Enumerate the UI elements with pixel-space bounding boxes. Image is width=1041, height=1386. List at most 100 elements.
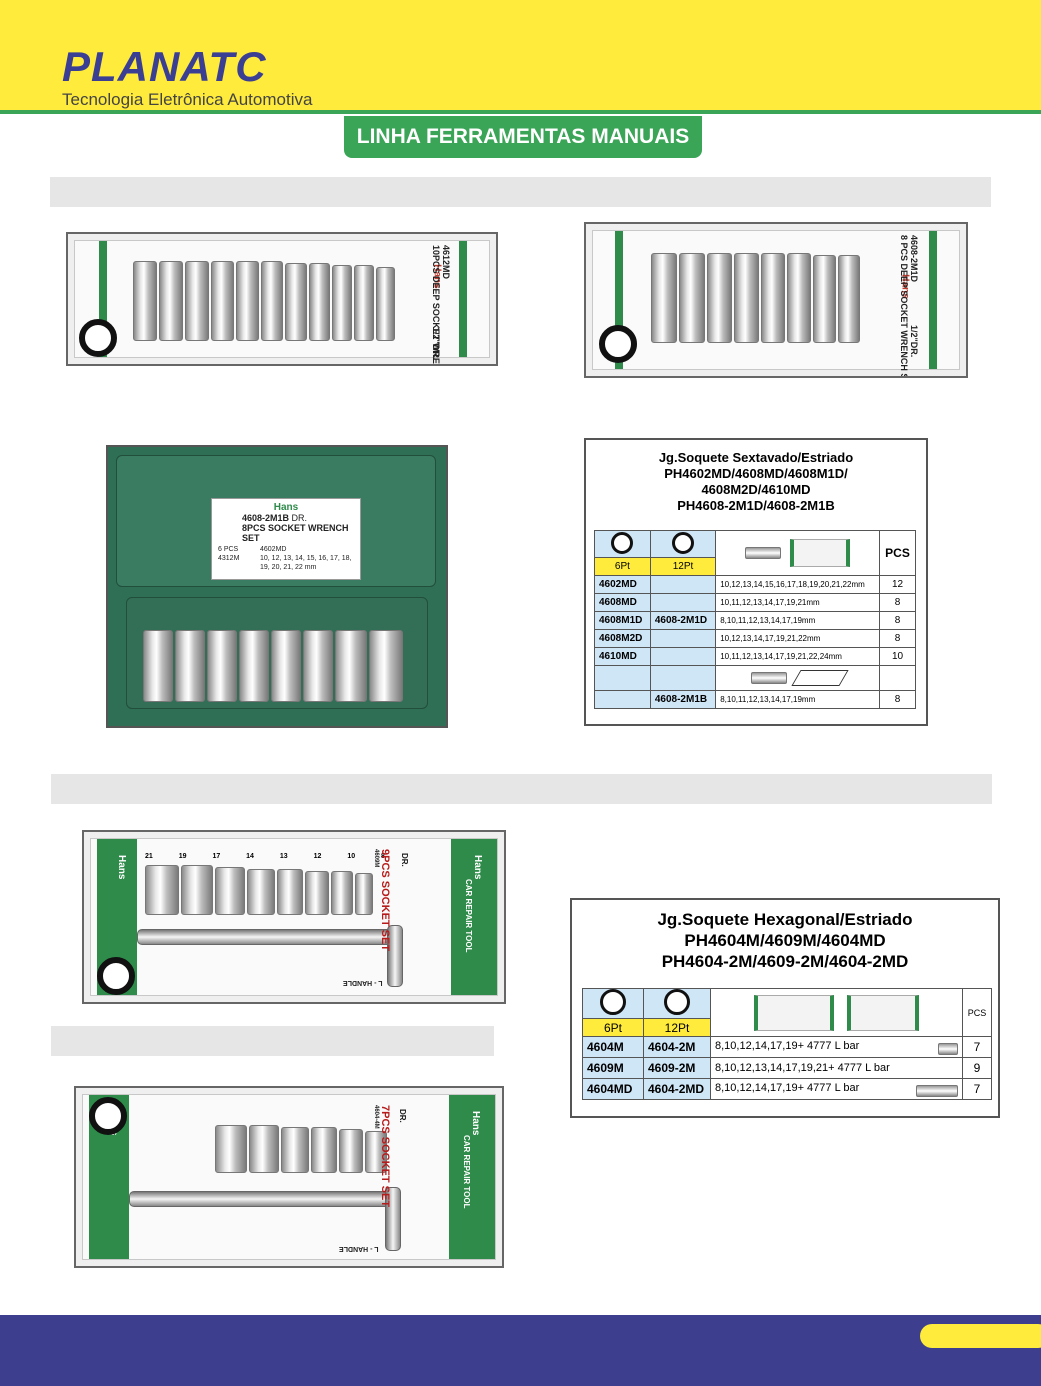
socket (133, 261, 157, 341)
product-image-cell (710, 988, 963, 1037)
spec-table-2: Jg.Soquete Hexagonal/Estriado PH4604M/46… (570, 898, 1000, 1118)
12pt-header: 12Pt (649, 557, 717, 576)
section-bar-7pcs (51, 1026, 494, 1056)
socket (332, 265, 352, 341)
brand-tagline: Tecnologia Eletrônica Automotiva (62, 90, 313, 109)
l-handle-bar (385, 1187, 401, 1251)
socket (271, 630, 301, 702)
socket (734, 253, 759, 343)
case-name: 8PCS SOCKET WRENCH SET (242, 523, 349, 543)
drive-size: DR. (398, 1109, 407, 1123)
table-row: 4610MD 10,11,12,13,14,17,19,21,22,24mm 1… (594, 647, 916, 666)
hexagon-icon (600, 989, 626, 1015)
socket-icon (751, 672, 788, 684)
socket (277, 869, 303, 915)
green-stripe (615, 231, 623, 369)
product-case-4608-2m1b[interactable]: Hans 4608-2M1B DR. 8PCS SOCKET WRENCH SE… (106, 445, 448, 728)
card-backing: Hans 4612MD 10PCS DEEP SOCKET WRENCH SET… (74, 240, 490, 364)
socket (787, 253, 811, 343)
product-card-9pcs[interactable]: Hans Hans 21 19 17 14 13 12 10 8 9PCS SO… (82, 830, 506, 1004)
case-drive: DR. (291, 513, 308, 523)
wrench-label-icon (791, 670, 849, 686)
socket (376, 267, 395, 341)
green-stripe (99, 241, 107, 357)
header-divider (0, 110, 1041, 114)
hans-logo: Hans (472, 855, 483, 880)
l-handle-bar (387, 925, 403, 987)
case-lid: Hans 4608-2M1B DR. 8PCS SOCKET WRENCH SE… (116, 455, 436, 587)
socket (247, 869, 275, 915)
green-side-panel (451, 839, 497, 995)
product-image-cell (715, 530, 881, 576)
table-image-row (594, 665, 916, 691)
socket (181, 865, 213, 915)
socket (175, 630, 205, 702)
car-repair-tool-label: CAR REPAIR TOOL (462, 1135, 471, 1209)
brand-logo: PLANATC (62, 43, 267, 90)
product-image-cell (715, 665, 881, 691)
socket (309, 263, 330, 341)
product-name: 8 PCS DEEP SOCKET WRENCH SET (899, 235, 909, 378)
table-row: 4608M1D 4608-2M1D 8,10,11,12,13,14,17,19… (594, 611, 916, 630)
spec-grid: PCS 6Pt 12Pt 4604M 4604-2M 8,10,12,14,17… (582, 988, 992, 1100)
hexagon-icon (79, 319, 117, 357)
socket (261, 261, 283, 341)
set-name: 7PCS SOCKET SET (379, 1105, 391, 1208)
socket (761, 253, 785, 343)
socket (143, 630, 173, 702)
set-name: 9PCS SOCKET SET (379, 849, 391, 952)
hexagon-icon (611, 531, 634, 554)
socket (355, 873, 373, 915)
spec-table-1: Jg.Soquete Sextavado/Estriado PH4602MD/4… (584, 438, 928, 726)
twelve-point-icon (89, 1097, 127, 1135)
case-spec-row: 19, 20, 21, 22 mm (260, 564, 317, 571)
l-handle-bar (137, 929, 399, 945)
socket (339, 1129, 363, 1173)
table-row: 4602MD 10,12,13,14,15,16,17,18,19,20,21,… (594, 575, 916, 594)
product-card-4612md[interactable]: Hans 4612MD 10PCS DEEP SOCKET WRENCH SET… (66, 232, 498, 366)
case-tray (126, 597, 428, 709)
green-stripe (929, 231, 937, 369)
6pt-icon-cell (582, 988, 644, 1019)
drive-size: 1/2"DR. (909, 325, 919, 358)
hans-logo: Hans (470, 1111, 481, 1136)
6pt-icon-cell (594, 530, 651, 558)
socket (354, 265, 374, 341)
socket (145, 865, 179, 915)
handle-label: L - HANDLE (339, 1245, 379, 1252)
table-row: 4608M2D 10,12,13,14,17,19,21,22mm 8 (594, 629, 916, 648)
socket (365, 1131, 387, 1173)
socket (303, 630, 333, 702)
table-row: 4608-2M1B 8,10,11,12,13,14,17,19mm 8 (594, 690, 916, 709)
socket-icon (938, 1042, 958, 1055)
socket (285, 263, 307, 341)
table-title: Jg.Soquete Sextavado/Estriado PH4602MD/4… (658, 450, 854, 513)
6pt-header: 6Pt (582, 1018, 644, 1037)
l-handle-bar (129, 1191, 395, 1207)
product-code: 4604-4M (373, 1105, 379, 1129)
section-banner: LINHA FERRAMENTAS MANUAIS (344, 116, 702, 158)
drive-size: 1/2"DR. (431, 327, 441, 360)
page-number-tab (920, 1324, 1041, 1348)
table-row: 4604MD 4604-2MD 8,10,12,14,17,19+ 4777 L… (582, 1078, 992, 1100)
car-repair-tool-label: CAR REPAIR TOOL (464, 879, 473, 953)
socket (185, 261, 209, 341)
handle-label: L - HANDLE (343, 979, 383, 986)
socket (369, 630, 403, 702)
page-footer (0, 1315, 1041, 1386)
card-backing: Hans Hans 21 19 17 14 13 12 10 8 9PCS SO… (90, 838, 498, 996)
socket (211, 261, 234, 341)
6pt-header: 6Pt (594, 557, 651, 576)
spec-grid: PCS 6Pt 12Pt 4602MD 10,12,13,14,15,16,17… (594, 530, 916, 709)
socket (335, 630, 367, 702)
hans-logo: Hans (273, 502, 299, 513)
hans-logo: Hans (116, 855, 127, 880)
product-code: 4609M (373, 849, 379, 868)
socket (159, 261, 183, 341)
socket (679, 253, 705, 343)
section-bar-deep-sockets (50, 177, 991, 207)
product-card-7pcs[interactable]: Hans Hans 7PCS SOCKET SET DR. 4604-4M L … (74, 1086, 504, 1268)
product-card-4608-2m1d[interactable]: Hans 4608-2M1D 8 PCS DEEP SOCKET WRENCH … (584, 222, 968, 378)
